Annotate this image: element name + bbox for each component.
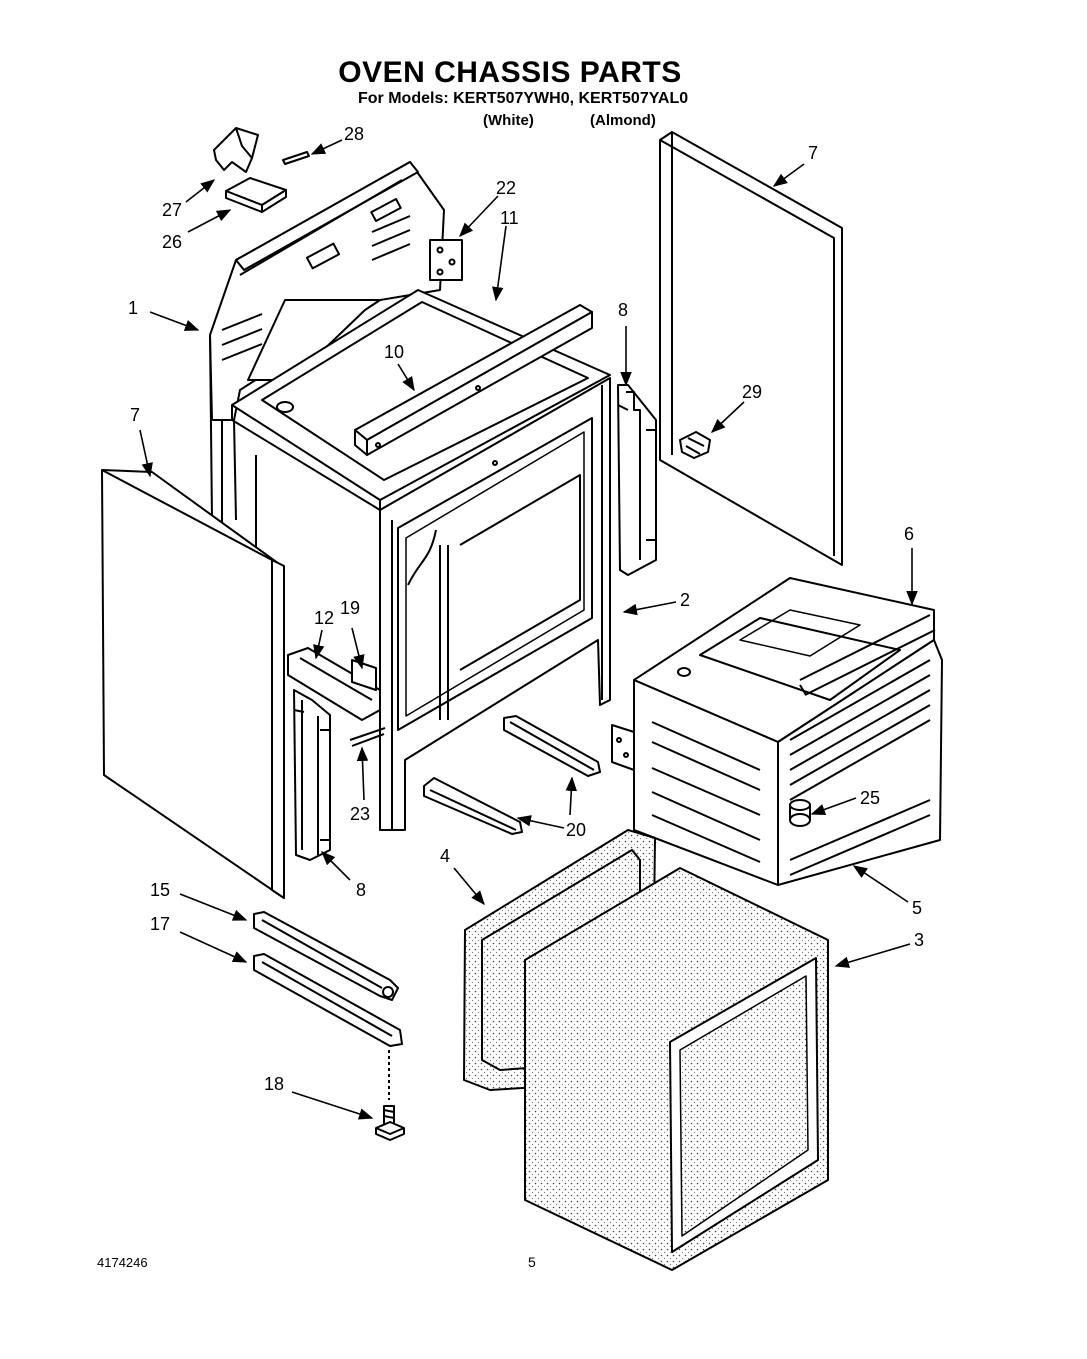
- part-2-front-frame: [380, 378, 610, 830]
- callout-11: 11: [500, 208, 519, 228]
- part-7-right-side-panel: [660, 132, 842, 565]
- part-15-rail: [254, 912, 398, 1000]
- part-27-bracket: [214, 128, 258, 172]
- part-17-rail: [254, 954, 402, 1046]
- part-1-rear-frame: [210, 162, 462, 560]
- callout-7-left: 7: [130, 405, 141, 425]
- part-29-screw: [680, 432, 710, 458]
- callout-8-left: 8: [356, 880, 367, 900]
- part-10-bar: [355, 305, 592, 455]
- callout-29: 29: [742, 382, 763, 402]
- part-20-rail-upper: [504, 716, 600, 776]
- callout-18: 18: [264, 1074, 285, 1094]
- callout-12: 12: [314, 608, 335, 628]
- callout-22: 22: [496, 178, 517, 198]
- part-18-leveling-leg: [376, 1050, 404, 1140]
- callout-3: 3: [914, 930, 925, 950]
- part-8-right-bracket: [618, 385, 656, 575]
- part-26-block: [226, 178, 286, 212]
- callout-8-right: 8: [618, 300, 629, 320]
- variant-almond: (Almond): [590, 112, 656, 129]
- variant-white: (White): [483, 112, 534, 129]
- callout-1: 1: [128, 298, 139, 318]
- callout-28: 28: [344, 124, 365, 144]
- page-number: 5: [528, 1254, 536, 1270]
- part-8-left-bracket: [294, 690, 330, 860]
- callout-10: 10: [384, 342, 405, 362]
- page-title: OVEN CHASSIS PARTS: [338, 56, 682, 89]
- callout-26: 26: [162, 232, 183, 252]
- callout-25: 25: [860, 788, 881, 808]
- callout-2: 2: [680, 590, 691, 610]
- callout-6: 6: [904, 524, 915, 544]
- part-28-strip: [283, 152, 309, 164]
- callout-19: 19: [340, 598, 361, 618]
- part-3-back-insulation: [525, 868, 828, 1270]
- callout-15: 15: [150, 880, 171, 900]
- callout-7-right: 7: [808, 143, 819, 163]
- callout-27: 27: [162, 200, 183, 220]
- callout-4: 4: [440, 846, 451, 866]
- part-23-pin: [350, 728, 385, 746]
- models-line: For Models: KERT507YWH0, KERT507YAL0: [358, 90, 689, 107]
- document-number: 4174246: [97, 1255, 148, 1270]
- callout-17: 17: [150, 914, 171, 934]
- callout-5: 5: [912, 898, 923, 918]
- part-20-rail-lower: [424, 778, 522, 834]
- callout-23: 23: [350, 804, 371, 824]
- part-12-channel: [288, 648, 380, 720]
- part-6-oven-cavity: [612, 578, 942, 885]
- callout-20: 20: [566, 820, 587, 840]
